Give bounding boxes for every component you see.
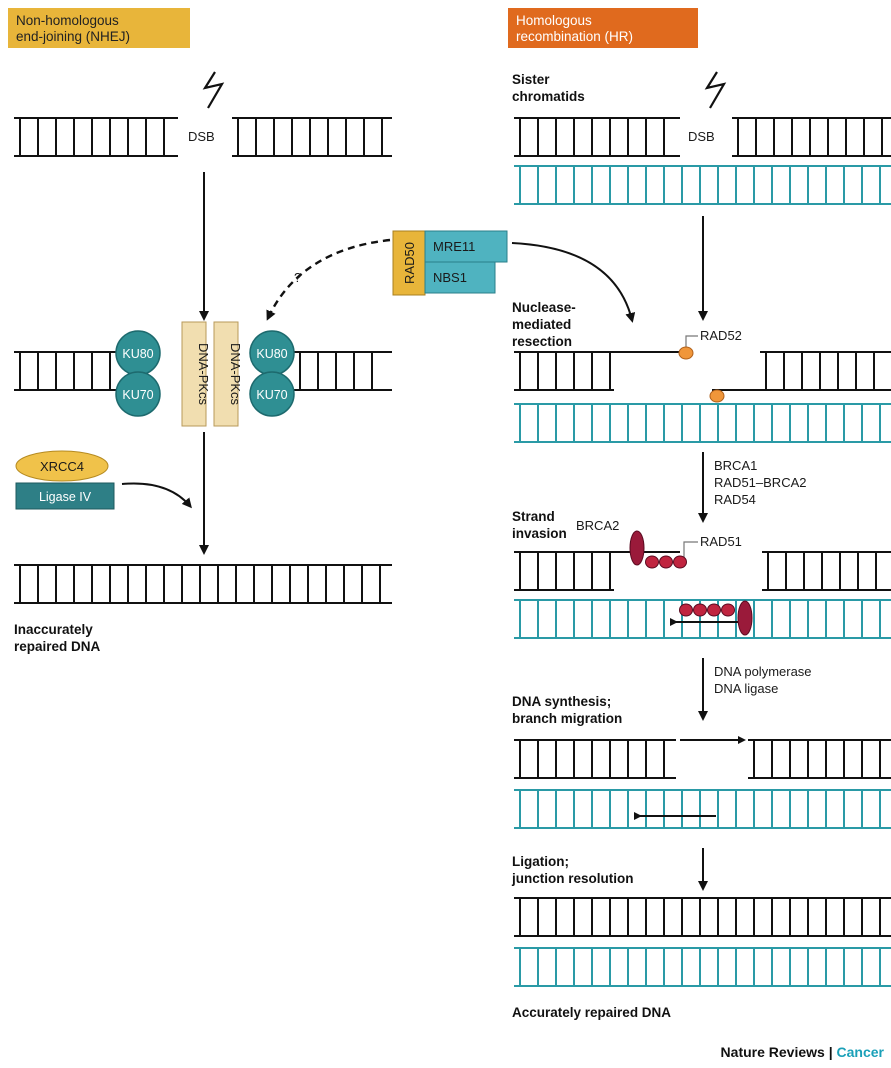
rad51-protein bbox=[660, 556, 673, 568]
xrcc4-label: XRCC4 bbox=[40, 459, 84, 474]
brca2-protein-1 bbox=[630, 531, 644, 565]
hr-dna-synthesis-right bbox=[748, 740, 891, 778]
ku80-right-label: KU80 bbox=[256, 347, 287, 361]
hr-dna-synthesis-teal bbox=[514, 790, 891, 828]
synthesis-line2: branch migration bbox=[512, 711, 622, 726]
nhej-dna-repaired bbox=[14, 565, 392, 603]
nhej-dsb-label: DSB bbox=[188, 129, 215, 144]
rad51-protein bbox=[674, 556, 687, 568]
question-mark-label: ? bbox=[294, 270, 301, 285]
resection-line2: mediated bbox=[512, 317, 571, 332]
factors-line2: RAD51–BRCA2 bbox=[714, 475, 807, 490]
hr-dna-invasion-right bbox=[762, 552, 891, 590]
nhej-result-line2: repaired DNA bbox=[14, 639, 101, 654]
hr-dna-sister-2 bbox=[514, 404, 891, 442]
brca2-protein-2 bbox=[738, 601, 752, 635]
ku80-left-label: KU80 bbox=[122, 347, 153, 361]
synthesis-line1: DNA synthesis; bbox=[512, 694, 611, 709]
hr-header-line2: recombination (HR) bbox=[516, 29, 633, 44]
sister-chromatids-line1: Sister bbox=[512, 72, 550, 87]
hr-dna-invasion-left bbox=[514, 552, 614, 590]
rad52-label: RAD52 bbox=[700, 328, 742, 343]
nhej-header-line2: end-joining (NHEJ) bbox=[16, 29, 130, 44]
hr-dna-resected-right bbox=[760, 352, 891, 390]
rad51-label: RAD51 bbox=[700, 534, 742, 549]
nhej-dna-left-broken bbox=[14, 118, 178, 156]
hr-result-label: Accurately repaired DNA bbox=[512, 1005, 671, 1020]
lightning-bolt-icon bbox=[707, 72, 724, 108]
rad51-protein bbox=[646, 556, 659, 568]
enzymes-line2: DNA ligase bbox=[714, 681, 778, 696]
hr-dna-resected-left bbox=[514, 352, 614, 390]
ku70-left-label: KU70 bbox=[122, 388, 153, 402]
enzymes-line1: DNA polymerase bbox=[714, 664, 812, 679]
journal-section: Cancer bbox=[837, 1044, 885, 1060]
rad51-protein bbox=[722, 604, 735, 616]
hr-dna-synthesis-left bbox=[514, 740, 676, 778]
hr-dna-sister bbox=[514, 166, 891, 204]
resection-line1: Nuclease- bbox=[512, 300, 576, 315]
hr-header-line1: Homologous bbox=[516, 13, 592, 28]
ligase-arrow bbox=[122, 483, 190, 506]
journal-separator: | bbox=[825, 1044, 837, 1060]
brca2-label: BRCA2 bbox=[576, 518, 619, 533]
rad51-protein bbox=[680, 604, 693, 616]
ligation-line2: junction resolution bbox=[511, 871, 634, 886]
nbs1-label: NBS1 bbox=[433, 270, 467, 285]
hr-dna-repaired-teal bbox=[514, 948, 891, 986]
dnapk-left-label: DNA-PKcs bbox=[196, 343, 211, 406]
factors-line1: BRCA1 bbox=[714, 458, 757, 473]
nhej-dna-left-bound bbox=[14, 352, 118, 390]
ligation-line1: Ligation; bbox=[512, 854, 569, 869]
journal-credit: Nature Reviews | Cancer bbox=[721, 1044, 885, 1060]
resection-line3: resection bbox=[512, 334, 572, 349]
nhej-dna-right-broken bbox=[232, 118, 392, 156]
hr-dna-broken-left bbox=[514, 118, 680, 156]
nhej-dna-right-bound bbox=[294, 352, 392, 390]
factors-line3: RAD54 bbox=[714, 492, 756, 507]
rad52-protein-2 bbox=[710, 390, 724, 402]
hr-dna-repaired-black bbox=[514, 898, 891, 936]
rad51-protein bbox=[694, 604, 707, 616]
nhej-header-line1: Non-homologous bbox=[16, 13, 119, 28]
lightning-bolt-icon bbox=[205, 72, 222, 108]
rad50-label: RAD50 bbox=[402, 242, 417, 284]
mre11-label: MRE11 bbox=[433, 239, 475, 254]
nhej-result-line1: Inaccurately bbox=[14, 622, 93, 637]
hr-dna-broken-right bbox=[732, 118, 891, 156]
ligase-iv-label: Ligase IV bbox=[39, 490, 92, 504]
journal-name: Nature Reviews bbox=[721, 1044, 825, 1060]
rad52-protein-1 bbox=[679, 347, 693, 359]
rad51-protein bbox=[708, 604, 721, 616]
invasion-line2: invasion bbox=[512, 526, 567, 541]
sister-chromatids-line2: chromatids bbox=[512, 89, 585, 104]
ku70-right-label: KU70 bbox=[256, 388, 287, 402]
hr-dsb-label: DSB bbox=[688, 129, 715, 144]
invasion-line1: Strand bbox=[512, 509, 555, 524]
dnapk-right-label: DNA-PKcs bbox=[228, 343, 243, 406]
mrn-to-nhej-dashed-arrow bbox=[268, 240, 390, 318]
